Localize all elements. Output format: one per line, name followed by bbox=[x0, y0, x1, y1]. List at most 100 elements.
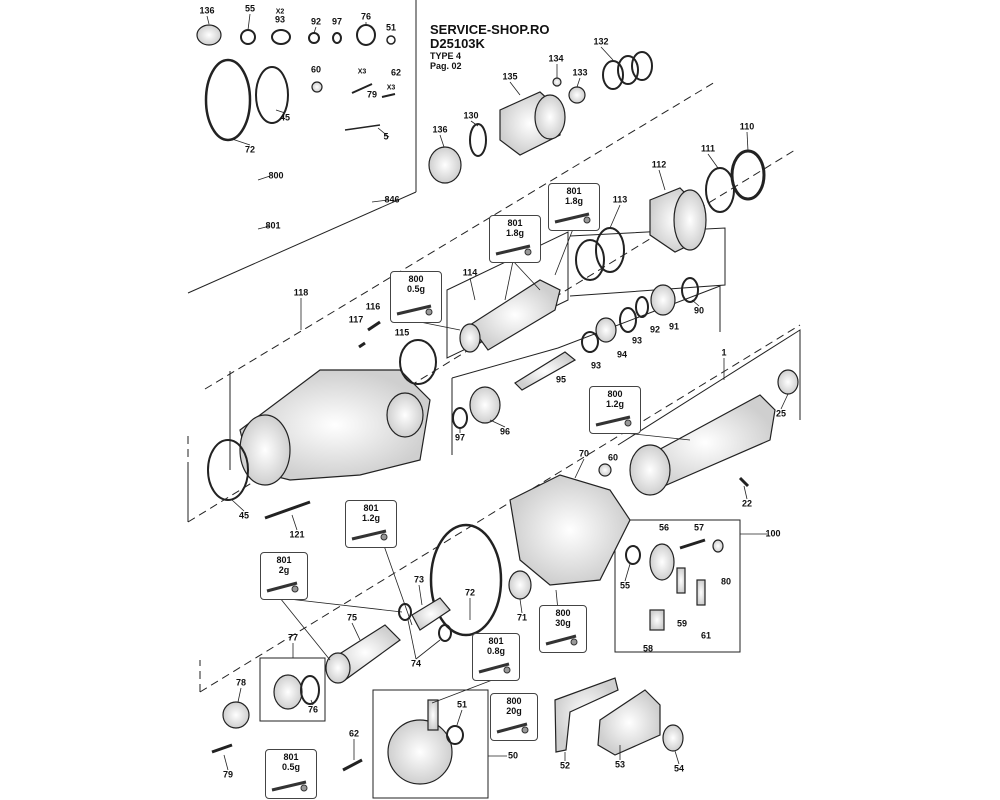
part-label-110: 110 bbox=[739, 121, 755, 132]
part-label-135: 135 bbox=[502, 71, 518, 82]
shop-name: SERVICE-SHOP.RO bbox=[430, 22, 550, 37]
part-label-45: 45 bbox=[279, 112, 291, 123]
part-label-116: 116 bbox=[365, 301, 381, 312]
part-label-92: 92 bbox=[649, 324, 661, 335]
part-label-59: 59 bbox=[676, 618, 688, 629]
part-label-136: 136 bbox=[432, 124, 448, 135]
part-label-54: 54 bbox=[673, 763, 685, 774]
part-label-76: 76 bbox=[307, 704, 319, 715]
part-label-801: 801 bbox=[265, 220, 281, 231]
part-label-74: 74 bbox=[410, 658, 422, 669]
grease-amount: 1.8g bbox=[564, 196, 583, 206]
grease-amount: 0.5g bbox=[281, 762, 300, 772]
part-label-132: 132 bbox=[593, 36, 609, 47]
part-label-60: 60 bbox=[607, 452, 619, 463]
part-label-55: 55 bbox=[619, 580, 631, 591]
part-label-115: 115 bbox=[394, 327, 410, 338]
grease-code: 800 bbox=[506, 696, 522, 706]
part-label-52: 52 bbox=[559, 760, 571, 771]
grease-tube-icon bbox=[478, 662, 511, 674]
part-label-73: 73 bbox=[413, 574, 425, 585]
grease-code: 801 bbox=[276, 555, 292, 565]
part-label-117: 117 bbox=[348, 314, 364, 325]
grease-amount: 0.8g bbox=[486, 646, 505, 656]
part-label-114: 114 bbox=[462, 267, 478, 278]
grease-tube-icon bbox=[595, 415, 632, 427]
part-label-72: 72 bbox=[464, 587, 476, 598]
grease-tube-icon bbox=[396, 304, 433, 316]
part-label-51: 51 bbox=[385, 22, 397, 33]
grease-tube-icon bbox=[495, 244, 532, 256]
grease-amount: 2g bbox=[278, 565, 290, 575]
part-label-58: 58 bbox=[642, 643, 654, 654]
part-label-70: 70 bbox=[578, 448, 590, 459]
part-label-62: 62 bbox=[348, 728, 360, 739]
part-label-97: 97 bbox=[331, 16, 343, 27]
part-label-53: 53 bbox=[614, 759, 626, 770]
grease-code: 800 bbox=[607, 389, 623, 399]
part-label-112: 112 bbox=[651, 159, 667, 170]
part-label-50: 50 bbox=[507, 750, 519, 761]
part-label-80: 80 bbox=[720, 576, 732, 587]
part-label-113: 113 bbox=[612, 194, 628, 205]
part-label-56: 56 bbox=[658, 522, 670, 533]
grease-amount: 0.5g bbox=[406, 284, 425, 294]
part-label-78: 78 bbox=[235, 677, 247, 688]
grease-code: 801 bbox=[566, 186, 582, 196]
part-label-79: 79 bbox=[222, 769, 234, 780]
part-label-5: 5 bbox=[383, 131, 389, 142]
grease-tube-icon bbox=[554, 212, 591, 224]
part-label-60: 60 bbox=[310, 64, 322, 75]
part-label-x2: X2 bbox=[275, 8, 285, 16]
part-label-134: 134 bbox=[548, 53, 564, 64]
type-label: TYPE 4 bbox=[430, 51, 462, 61]
part-label-90: 90 bbox=[693, 305, 705, 316]
grease-tube-icon bbox=[545, 634, 578, 646]
part-label-1: 1 bbox=[721, 347, 727, 358]
grease-tube-icon bbox=[496, 722, 529, 734]
part-label-96: 96 bbox=[499, 426, 511, 437]
part-label-76: 76 bbox=[360, 11, 372, 22]
model-number: D25103K bbox=[430, 36, 485, 51]
part-label-91: 91 bbox=[668, 321, 680, 332]
part-label-94: 94 bbox=[616, 349, 628, 360]
part-label-93: 93 bbox=[590, 360, 602, 371]
part-label-93: 93 bbox=[274, 14, 286, 25]
grease-amount: 20g bbox=[506, 706, 522, 716]
grease-tube-icon bbox=[351, 529, 388, 541]
grease-amount: 30g bbox=[555, 618, 571, 628]
part-label-61: 61 bbox=[700, 630, 712, 641]
grease-tube-icon bbox=[271, 780, 308, 792]
part-label-121: 121 bbox=[289, 529, 305, 540]
part-label-x3: X3 bbox=[357, 68, 367, 76]
part-label-130: 130 bbox=[463, 110, 479, 121]
grease-amount: 1.2g bbox=[605, 399, 624, 409]
grease-code: 801 bbox=[363, 503, 379, 513]
part-label-75: 75 bbox=[346, 612, 358, 623]
grease-code: 800 bbox=[555, 608, 571, 618]
part-label-x3: X3 bbox=[386, 84, 396, 92]
part-label-79: 79 bbox=[366, 89, 378, 100]
part-label-846: 846 bbox=[384, 194, 400, 205]
grease-amount: 1.2g bbox=[361, 513, 380, 523]
grease-code: 801 bbox=[488, 636, 504, 646]
part-label-62: 62 bbox=[390, 67, 402, 78]
part-label-57: 57 bbox=[693, 522, 705, 533]
grease-code: 801 bbox=[283, 752, 299, 762]
part-label-72: 72 bbox=[244, 144, 256, 155]
part-label-92: 92 bbox=[310, 16, 322, 27]
grease-code: 801 bbox=[507, 218, 523, 228]
part-label-97: 97 bbox=[454, 432, 466, 443]
